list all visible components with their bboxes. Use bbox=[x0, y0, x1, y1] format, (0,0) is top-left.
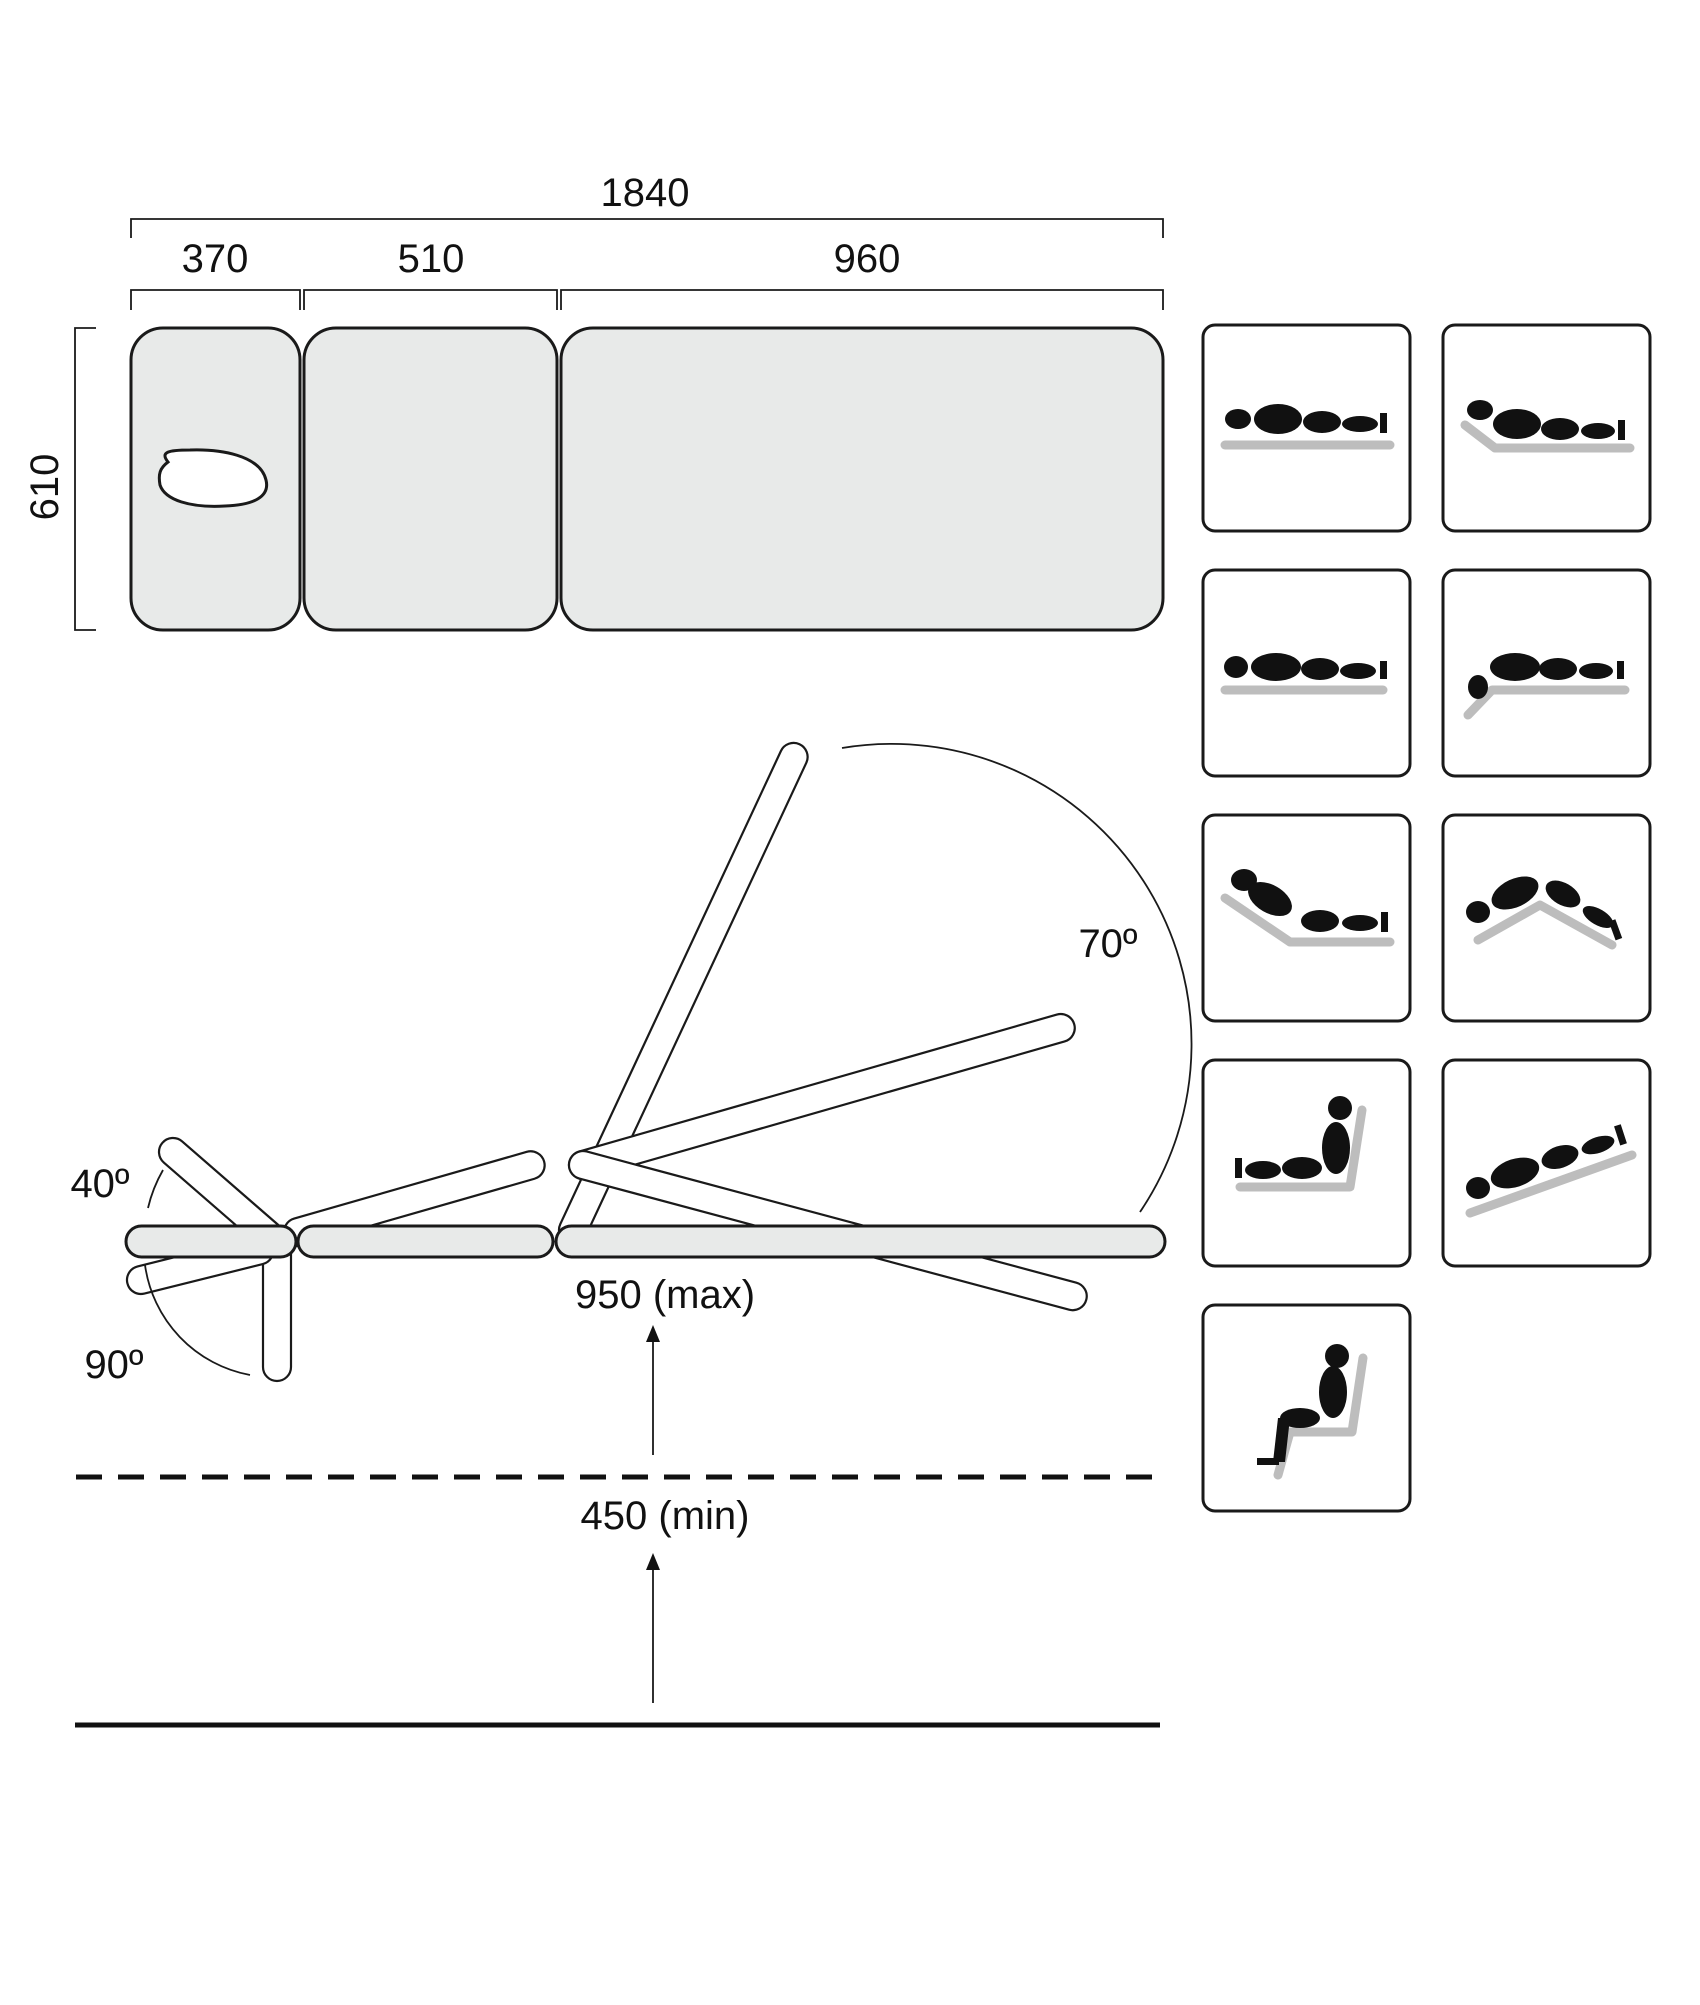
flat-prone-icon bbox=[1201, 568, 1412, 778]
middle-section-label: 510 bbox=[398, 237, 465, 281]
inverted-v-icon bbox=[1441, 813, 1652, 1023]
couch-top-view bbox=[129, 326, 1165, 632]
foot-section-side bbox=[554, 1224, 1167, 1259]
total-length-bracket bbox=[130, 218, 1164, 238]
total-length-label: 1840 bbox=[601, 171, 690, 215]
max-height-label: 950 (max) bbox=[575, 1273, 755, 1317]
min-height-label: 450 (min) bbox=[581, 1494, 750, 1538]
middle-section-side bbox=[296, 1224, 555, 1259]
foot-section-top bbox=[559, 326, 1165, 632]
long-sitting-icon bbox=[1201, 1058, 1412, 1268]
head-up-angle-label: 40º bbox=[70, 1162, 129, 1206]
head-section-side bbox=[124, 1224, 298, 1259]
max-height-arrowhead bbox=[646, 1325, 660, 1342]
head-down-angle-arc bbox=[144, 1264, 251, 1376]
head-up-angle-arc bbox=[147, 1169, 164, 1209]
backrest-angle-label: 70º bbox=[1078, 922, 1137, 966]
backrest-angle-arc bbox=[841, 743, 1193, 1213]
foot-section-bracket bbox=[560, 289, 1164, 310]
middle-section-top bbox=[302, 326, 559, 632]
backrest-raised-icon bbox=[1201, 813, 1412, 1023]
width-bracket bbox=[74, 327, 96, 631]
tilted-flat-icon bbox=[1441, 1058, 1652, 1268]
chair-sitting-icon bbox=[1201, 1303, 1412, 1513]
face-hole bbox=[157, 448, 269, 508]
head-raised-supine-icon bbox=[1441, 323, 1652, 533]
couch-side-view bbox=[124, 741, 1193, 1383]
head-section-bracket bbox=[130, 289, 301, 310]
middle-section-bracket bbox=[303, 289, 558, 310]
foot-section-label: 960 bbox=[834, 237, 901, 281]
flat-supine-icon bbox=[1201, 323, 1412, 533]
head-down-angle-label: 90º bbox=[84, 1343, 143, 1387]
position-icons bbox=[1201, 323, 1652, 1513]
min-height-arrowhead bbox=[646, 1553, 660, 1570]
width-label: 610 bbox=[23, 454, 67, 521]
dimension-brackets bbox=[74, 218, 1164, 631]
head-down-prone-icon bbox=[1441, 568, 1652, 778]
head-section-label: 370 bbox=[182, 237, 249, 281]
